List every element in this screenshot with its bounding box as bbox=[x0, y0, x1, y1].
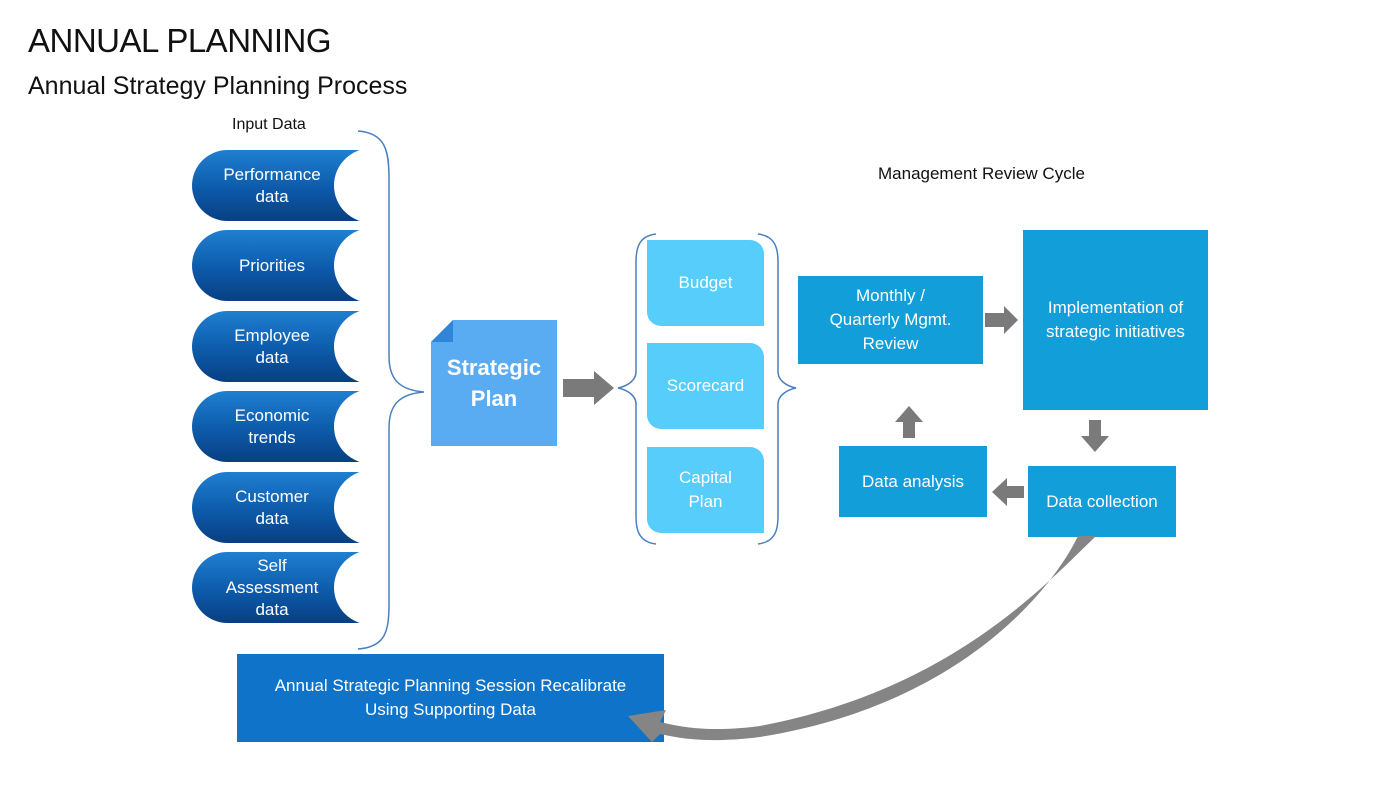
deliverable-scorecard: Scorecard bbox=[647, 343, 764, 429]
curved-arrow-collection-to-annual bbox=[628, 536, 1096, 742]
input-item-customer-data: Customer data bbox=[192, 472, 372, 543]
input-item-label: Economic trends bbox=[234, 405, 310, 447]
data-analysis-box: Data analysis bbox=[839, 446, 987, 517]
deliverables-right-bracket bbox=[757, 233, 797, 545]
input-data-label: Input Data bbox=[232, 116, 306, 133]
input-bracket bbox=[357, 130, 425, 650]
mgmt-review-box: Monthly / Quarterly Mgmt. Review bbox=[798, 276, 983, 364]
page-subtitle: Annual Strategy Planning Process bbox=[28, 72, 408, 100]
arrow-review-to-implementation bbox=[985, 306, 1018, 334]
input-item-label: Employee data bbox=[234, 325, 310, 367]
annual-session-box: Annual Strategic Planning Session Recali… bbox=[237, 654, 664, 742]
deliverable-budget: Budget bbox=[647, 240, 764, 326]
page-title: ANNUAL PLANNING bbox=[28, 22, 332, 59]
arrow-collection-to-analysis bbox=[992, 478, 1024, 506]
arrow-plan-to-deliverables bbox=[563, 371, 614, 405]
input-item-priorities: Priorities bbox=[192, 230, 372, 301]
review-cycle-label: Management Review Cycle bbox=[878, 164, 1085, 183]
input-item-economic-trends: Economic trends bbox=[192, 391, 372, 462]
input-item-employee-data: Employee data bbox=[192, 311, 372, 382]
input-item-label: Customer data bbox=[235, 486, 309, 528]
input-item-performance-data: Performance data bbox=[192, 150, 372, 221]
arrow-implementation-to-collection bbox=[1081, 420, 1109, 452]
deliverables-left-bracket bbox=[617, 233, 657, 545]
deliverable-capital-plan: Capital Plan bbox=[647, 447, 764, 533]
input-item-label: Performance data bbox=[223, 164, 321, 206]
implementation-box: Implementation of strategic initiatives bbox=[1023, 230, 1208, 410]
arrow-analysis-to-review bbox=[895, 406, 923, 438]
input-item-self-assessment-data: Self Assessment data bbox=[192, 552, 372, 623]
input-item-label: Self Assessment data bbox=[225, 555, 319, 619]
input-item-label: Priorities bbox=[238, 255, 306, 275]
data-collection-box: Data collection bbox=[1028, 466, 1176, 537]
